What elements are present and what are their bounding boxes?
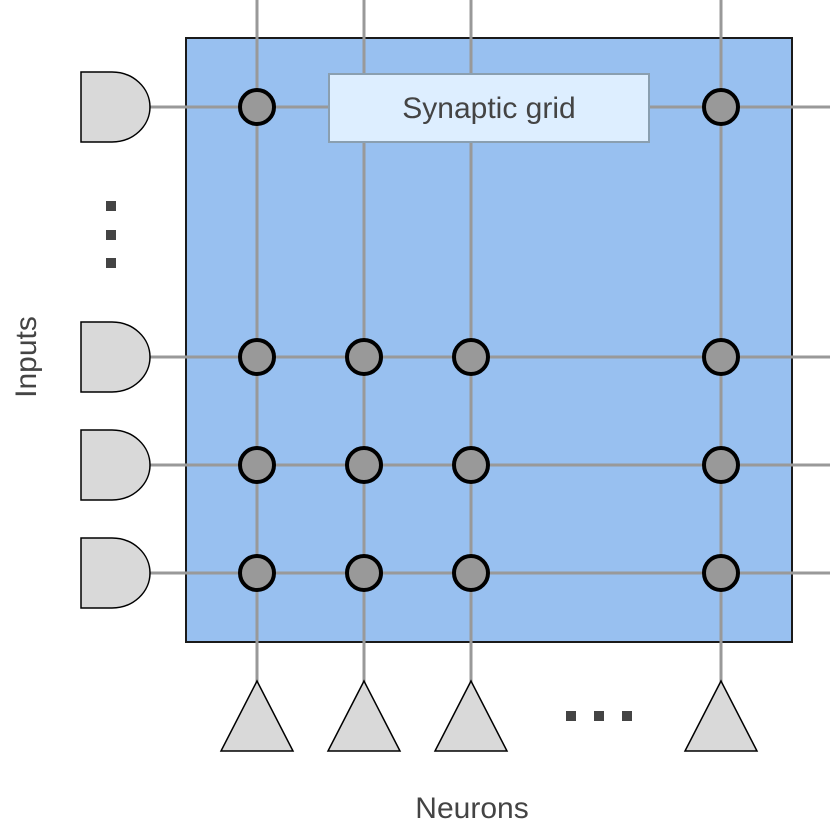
- neurons-axis-label: Neurons: [415, 792, 528, 825]
- synapse-node-icon: [452, 338, 490, 376]
- synapse-node-icon: [452, 554, 490, 592]
- and-gate-icon: [80, 71, 151, 143]
- triangle-icon: [326, 679, 402, 752]
- synapse-node-icon: [345, 554, 383, 592]
- inputs-ellipsis: [106, 201, 116, 268]
- triangle-icon: [683, 679, 759, 752]
- inputs: [80, 71, 151, 609]
- synapse-node-icon: [238, 88, 276, 126]
- synapse-node-icon: [345, 446, 383, 484]
- synapse-node-icon: [238, 338, 276, 376]
- inputs-axis-label: Inputs: [10, 316, 43, 398]
- synapse-node-icon: [345, 338, 383, 376]
- grid-label: Synaptic grid: [328, 73, 650, 143]
- synapse-node-icon: [702, 554, 740, 592]
- synapse-node-icon: [702, 88, 740, 126]
- synapse-node-icon: [702, 338, 740, 376]
- and-gate-icon: [80, 537, 151, 609]
- synapse-node-icon: [452, 446, 490, 484]
- synapses: [238, 88, 740, 592]
- and-gate-icon: [80, 429, 151, 501]
- neurons: [219, 679, 759, 752]
- triangle-icon: [219, 679, 295, 752]
- triangle-icon: [433, 679, 509, 752]
- neurons-ellipsis: [566, 711, 632, 721]
- synapse-node-icon: [702, 446, 740, 484]
- grid-label-text: Synaptic grid: [402, 92, 575, 125]
- and-gate-icon: [80, 321, 151, 393]
- grid-label-box: [328, 73, 650, 143]
- synapse-node-icon: [238, 446, 276, 484]
- synapse-node-icon: [238, 554, 276, 592]
